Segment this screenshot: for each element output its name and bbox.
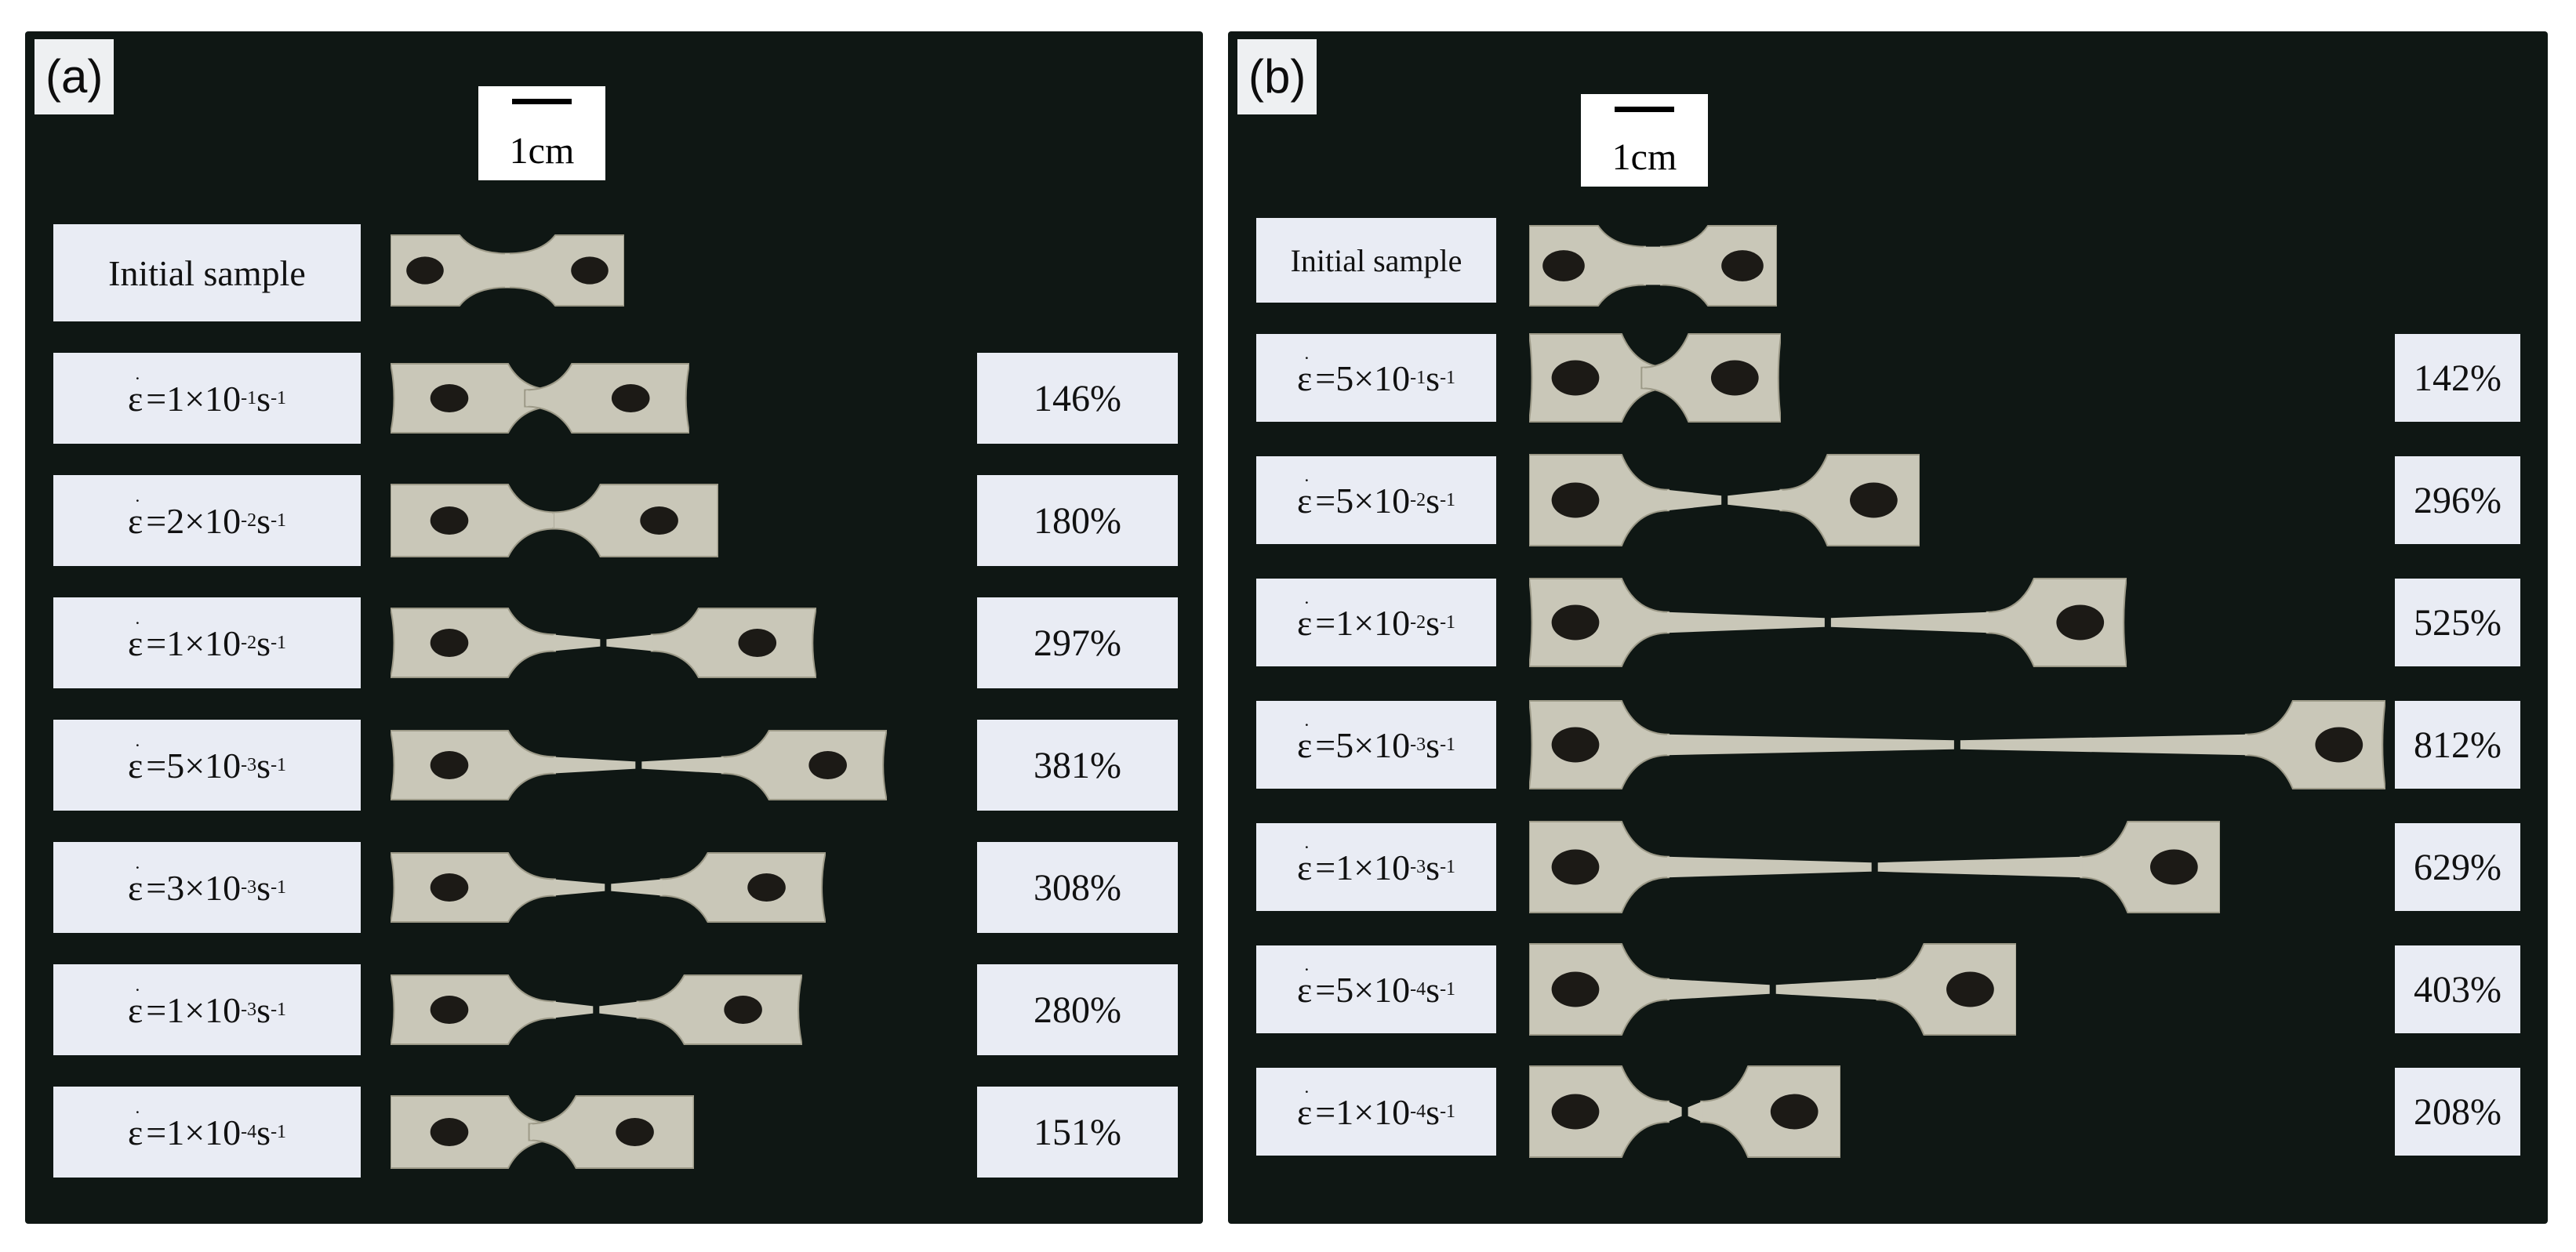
scale-bar-line — [512, 99, 572, 104]
elongation-label: 280% — [977, 964, 1178, 1055]
scale-bar-label: 1cm — [1611, 136, 1677, 178]
tensile-specimen — [391, 483, 718, 558]
tensile-specimen — [391, 728, 887, 803]
tensile-specimen — [391, 361, 690, 436]
tensile-specimen — [1529, 331, 1782, 425]
elongation-label: 208% — [2395, 1068, 2520, 1156]
tensile-specimen — [1529, 942, 2017, 1036]
elongation-label: 296% — [2395, 456, 2520, 544]
scale-bar: 1cm — [478, 86, 605, 180]
initial-sample — [391, 234, 624, 307]
tensile-specimen — [1529, 1065, 1841, 1159]
tensile-specimen — [391, 605, 816, 680]
elongation-label: 180% — [977, 475, 1178, 566]
elongation-label: 142% — [2395, 334, 2520, 422]
tensile-specimen — [1529, 698, 2385, 792]
scale-bar-line — [1615, 107, 1674, 112]
elongation-label: 403% — [2395, 945, 2520, 1033]
tensile-specimen — [1529, 820, 2221, 914]
tensile-specimen — [391, 1094, 694, 1170]
elongation-label: 146% — [977, 353, 1178, 444]
elongation-label: 629% — [2395, 823, 2520, 911]
elongation-label: 381% — [977, 720, 1178, 811]
tensile-specimen — [1529, 453, 1920, 547]
elongation-label: 812% — [2395, 701, 2520, 789]
scale-bar: 1cm — [1581, 94, 1708, 187]
panel-label: (a) — [35, 39, 114, 114]
initial-sample — [1529, 224, 1777, 307]
elongation-label: 297% — [977, 597, 1178, 688]
panel-label: (b) — [1237, 39, 1317, 114]
scale-bar-label: 1cm — [509, 130, 575, 172]
tensile-specimen — [1529, 575, 2127, 670]
elongation-label: 151% — [977, 1087, 1178, 1178]
initial-sample-label: Initial sample — [53, 224, 361, 321]
tensile-specimen — [391, 850, 826, 925]
elongation-label: 525% — [2395, 579, 2520, 666]
tensile-specimen — [391, 972, 802, 1047]
initial-sample-label: Initial sample — [1256, 218, 1496, 303]
elongation-label: 308% — [977, 842, 1178, 933]
